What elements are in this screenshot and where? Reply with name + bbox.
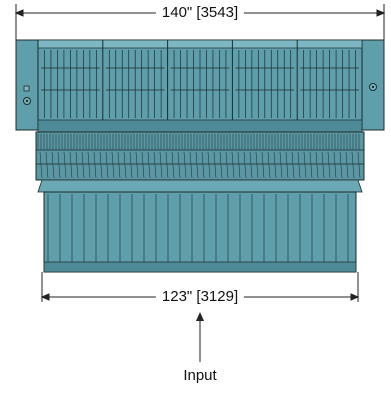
input-arrow xyxy=(196,312,204,362)
machine-body xyxy=(15,39,385,273)
input-label: Input xyxy=(183,367,217,384)
overall-width-label: 140" [3543] xyxy=(155,4,245,22)
inner-width-label: 123" [3129] xyxy=(155,288,245,306)
